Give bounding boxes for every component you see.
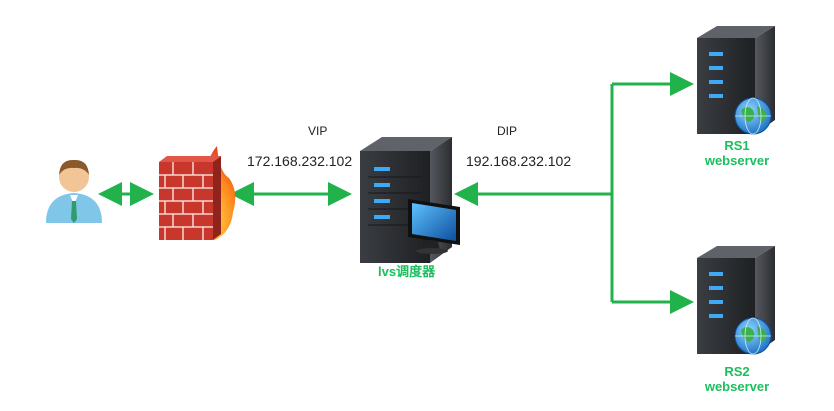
rs1-label: RS1 webserver — [692, 138, 782, 168]
director-label: lvs调度器 — [378, 264, 436, 279]
vip-title: VIP — [308, 124, 328, 138]
firewall-icon — [159, 146, 236, 240]
monitor-icon — [408, 199, 460, 254]
dip-address: 192.168.232.102 — [466, 153, 572, 169]
rs2-role: webserver — [704, 379, 770, 394]
rs1-role: webserver — [704, 153, 770, 168]
rs1-server-icon — [697, 26, 775, 135]
vip-address: 172.168.232.102 — [247, 153, 353, 169]
server-with-monitor-icon — [360, 137, 460, 263]
user-icon — [46, 159, 102, 223]
dip-title: DIP — [497, 124, 518, 138]
globe-icon — [734, 317, 772, 355]
rs1-name: RS1 — [724, 138, 750, 153]
globe-icon — [734, 97, 772, 135]
rs2-label: RS2 webserver — [692, 364, 782, 394]
rs2-name: RS2 — [724, 364, 750, 379]
rs2-server-icon — [697, 246, 775, 355]
connectors — [98, 72, 694, 314]
